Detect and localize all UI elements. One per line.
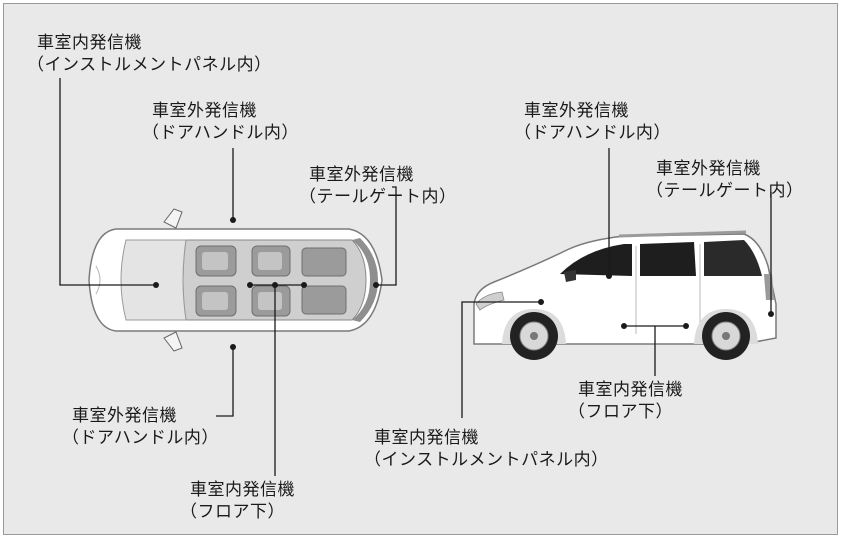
label-side-interior-floor: 車室内発信機 （フロア下） xyxy=(568,379,683,423)
diagram-frame: 車室内発信機 （インストルメントパネル内） 車室外発信機 （ドアハンドル内） 車… xyxy=(3,3,838,535)
label-line: （テールゲート内） xyxy=(299,187,457,207)
label-side-exterior-door: 車室外発信機 （ドアハンドル内） xyxy=(514,100,671,144)
dot-top-interior-floor-2 xyxy=(272,282,278,288)
label-top-interior-panel: 車室内発信機 （インストルメントパネル内） xyxy=(27,32,272,76)
label-line: 車室内発信機 xyxy=(37,33,142,53)
label-side-interior-panel: 車室内発信機 （インストルメントパネル内） xyxy=(364,427,609,471)
label-line: （テールゲート内） xyxy=(646,181,804,201)
label-line: 車室外発信機 xyxy=(309,165,414,185)
label-line: 車室内発信機 xyxy=(190,480,295,500)
car-transmitter-diagram xyxy=(59,78,777,476)
label-top-exterior-door-upper: 車室外発信機 （ドアハンドル内） xyxy=(142,100,299,144)
label-line: 車室外発信機 xyxy=(524,101,629,121)
dot-side-interior-panel xyxy=(538,299,544,305)
dot-top-interior-panel xyxy=(153,282,159,288)
dot-top-exterior-door-upper xyxy=(230,217,236,223)
transmitter-dots xyxy=(153,217,774,350)
label-line: （インストルメントパネル内） xyxy=(27,55,272,75)
dot-side-interior-floor-2 xyxy=(683,323,689,329)
dot-side-interior-floor-1 xyxy=(621,323,627,329)
label-line: （インストルメントパネル内） xyxy=(364,450,609,470)
side-view-car xyxy=(473,230,777,360)
dot-top-interior-floor-1 xyxy=(247,282,253,288)
label-side-exterior-tailgate: 車室外発信機 （テールゲート内） xyxy=(646,158,804,202)
label-line: 車室外発信機 xyxy=(72,406,177,426)
dot-side-exterior-door xyxy=(606,273,612,279)
label-line: （ドアハンドル内） xyxy=(142,123,299,143)
leader-lines xyxy=(59,78,772,476)
top-view-car xyxy=(88,208,383,352)
label-top-exterior-tailgate: 車室外発信機 （テールゲート内） xyxy=(299,164,457,208)
label-line: 車室外発信機 xyxy=(152,101,257,121)
label-line: （ドアハンドル内） xyxy=(62,428,219,448)
dot-top-exterior-tailgate xyxy=(373,282,379,288)
label-line: 車室内発信機 xyxy=(374,428,479,448)
label-line: 車室外発信機 xyxy=(656,159,761,179)
label-top-interior-floor: 車室内発信機 （フロア下） xyxy=(180,479,295,523)
dot-side-exterior-tailgate xyxy=(768,311,774,317)
dot-top-exterior-door-lower xyxy=(230,344,236,350)
label-line: 車室内発信機 xyxy=(578,380,683,400)
label-line: （フロア下） xyxy=(568,402,673,422)
label-line: （ドアハンドル内） xyxy=(514,123,671,143)
dot-top-interior-floor-3 xyxy=(301,282,307,288)
label-top-exterior-door-lower: 車室外発信機 （ドアハンドル内） xyxy=(62,405,219,449)
label-line: （フロア下） xyxy=(180,502,285,522)
